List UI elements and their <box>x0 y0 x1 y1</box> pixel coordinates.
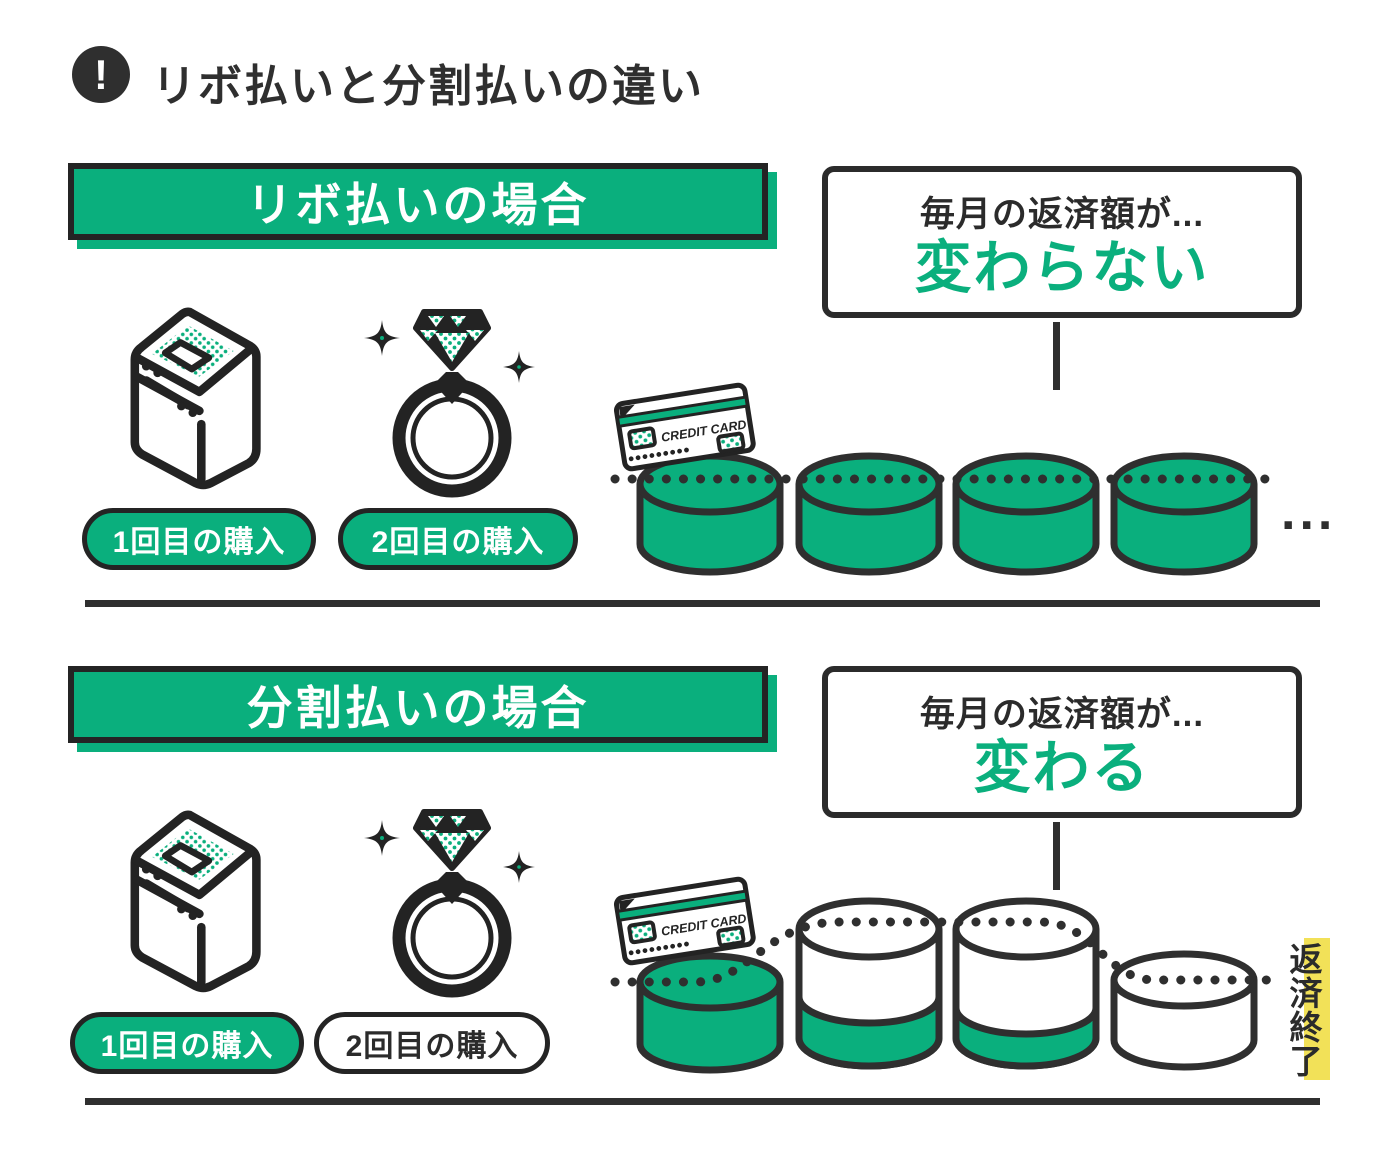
purchase-label: 1回目の購入 <box>100 1030 274 1063</box>
repayment-finished-text: 返済終了 <box>1285 942 1322 1078</box>
payment-cylinder <box>795 452 943 576</box>
callout-keyword: 変わる <box>973 735 1151 800</box>
sparkle-icon <box>503 851 535 883</box>
exclamation-icon: ! <box>72 46 130 103</box>
callout-connector-line <box>1053 322 1060 390</box>
card-number-dots <box>628 447 689 462</box>
installment-payment-cylinders <box>610 897 1277 1074</box>
section-divider <box>85 600 1320 607</box>
card-number-dots <box>628 941 689 956</box>
credit-card-icon: CREDIT CARD <box>613 876 756 966</box>
payments-continue-ellipsis: ... <box>1281 483 1337 541</box>
revolving-callout-box: 毎月の返済額が... 変わらない <box>822 166 1310 332</box>
purchase-label: 2回目の購入 <box>371 526 545 559</box>
purchase-pill-1: 1回目の購入 <box>70 1012 304 1074</box>
payment-level-dotted-line <box>610 917 1277 987</box>
purchase-pill-1: 1回目の購入 <box>82 508 316 570</box>
payment-cylinder <box>1110 452 1258 576</box>
banner-label: リボ払いの場合 <box>246 178 590 231</box>
credit-card-icon: CREDIT CARD <box>613 382 756 472</box>
purchase-label: 2回目の購入 <box>345 1030 519 1063</box>
callout-keyword: 変わらない <box>914 235 1210 300</box>
installment-callout-box: 毎月の返済額が... 変わる <box>822 666 1310 832</box>
revolving-section-banner: リボ払いの場合 <box>68 163 768 240</box>
page-title: リボ払いと分割払いの違い <box>152 62 704 111</box>
payment-cylinder <box>1110 950 1258 1071</box>
purchase-pill-2: 2回目の購入 <box>338 508 578 570</box>
exclamation-glyph: ! <box>94 50 108 98</box>
repayment-finished-label: 返済終了 <box>1285 938 1331 1080</box>
callout-lead-text: 毎月の返済額が... <box>919 194 1205 234</box>
payment-cylinder <box>636 952 784 1074</box>
purchase-pill-2: 2回目の購入 <box>314 1012 550 1074</box>
diamond-ring-icon <box>364 309 535 498</box>
payment-cylinder <box>952 897 1100 1070</box>
yellow-highlight <box>1304 938 1330 1080</box>
banner-label: 分割払いの場合 <box>246 681 590 734</box>
sparkle-icon <box>364 820 400 856</box>
diamond-ring-icon <box>364 809 535 998</box>
callout-lead-text: 毎月の返済額が... <box>919 694 1205 734</box>
revolving-payment-cylinders <box>610 452 1277 576</box>
washing-machine-icon <box>130 810 261 993</box>
payment-cylinder <box>952 452 1100 576</box>
sparkle-icon <box>503 351 535 383</box>
payment-cylinder <box>795 897 943 1070</box>
installment-section-banner: 分割払いの場合 <box>68 666 768 743</box>
purchase-label: 1回目の購入 <box>112 526 286 559</box>
washing-machine-icon <box>130 307 261 490</box>
sparkle-icon <box>364 320 400 356</box>
payment-cylinder <box>636 452 784 576</box>
callout-connector-line <box>1053 822 1060 890</box>
section-divider <box>85 1098 1320 1105</box>
